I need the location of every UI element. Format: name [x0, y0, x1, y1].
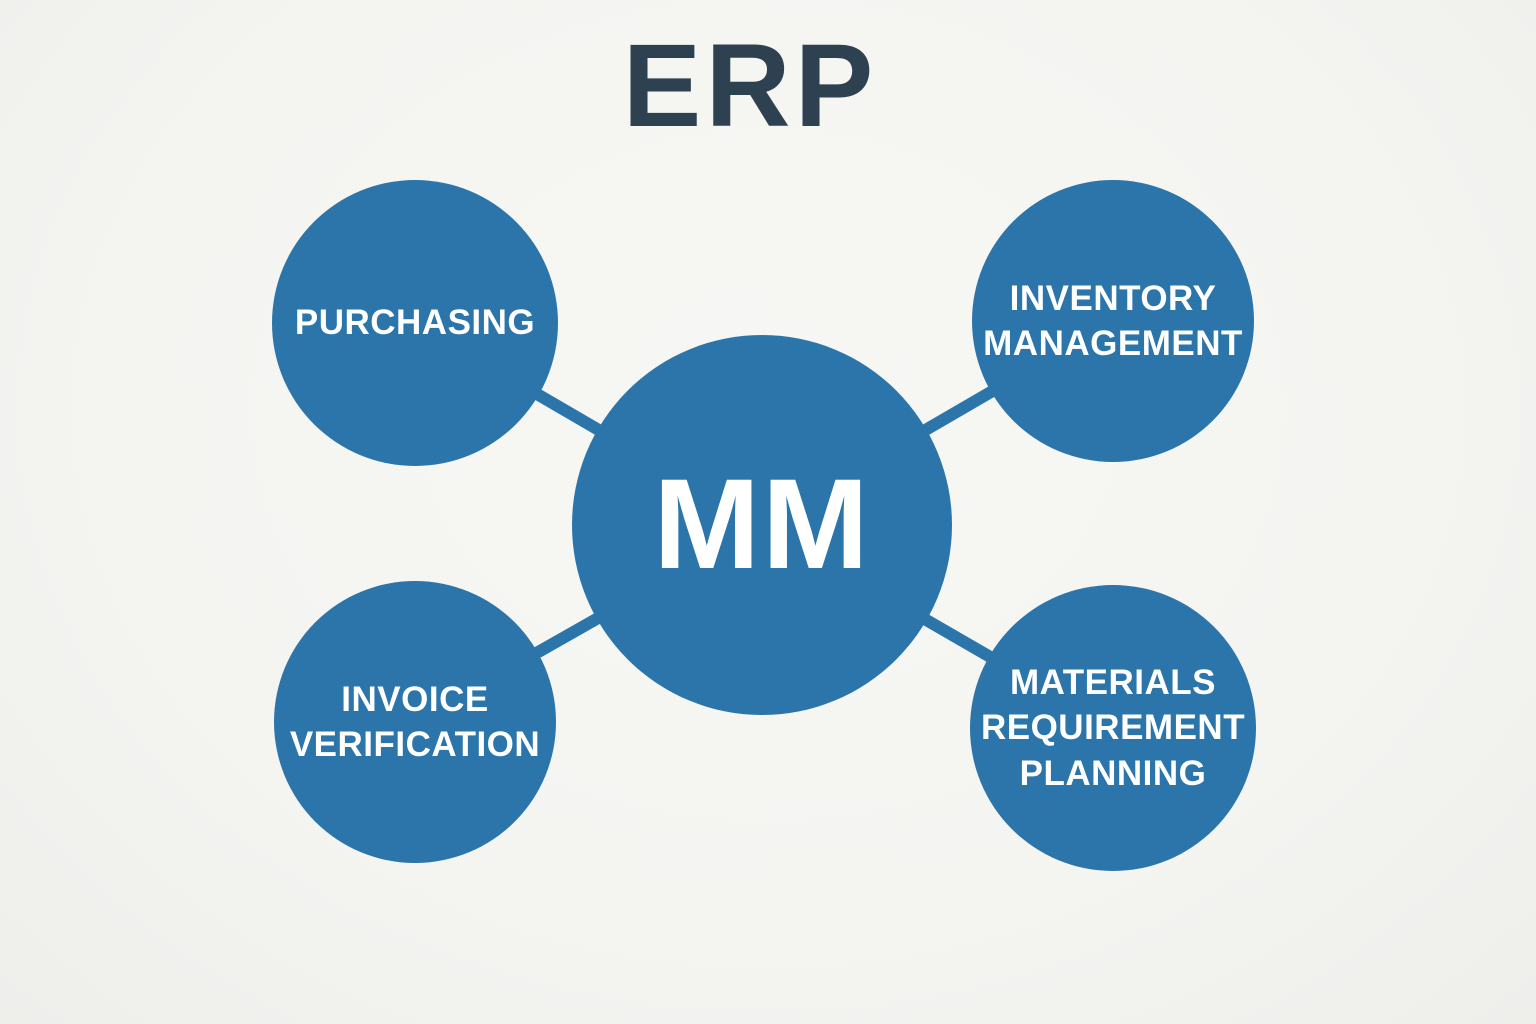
node-invoice-verification: INVOICE VERIFICATION	[274, 581, 556, 863]
node-purchasing-label: PURCHASING	[294, 303, 536, 343]
node-mm-label: MM	[653, 453, 871, 596]
node-invoice-verification-label: INVOICE VERIFICATION	[289, 679, 541, 765]
node-inventory-management: INVENTORY MANAGEMENT	[972, 180, 1254, 462]
node-inventory-management-label: INVENTORY MANAGEMENT	[983, 278, 1243, 364]
diagram-title: ERP	[622, 20, 878, 152]
node-purchasing: PURCHASING	[272, 180, 558, 466]
node-materials-requirement-planning: MATERIALS REQUIREMENT PLANNING	[970, 585, 1256, 871]
node-materials-requirement-planning-label: MATERIALS REQUIREMENT PLANNING	[980, 662, 1246, 793]
node-mm: MM	[572, 335, 952, 715]
